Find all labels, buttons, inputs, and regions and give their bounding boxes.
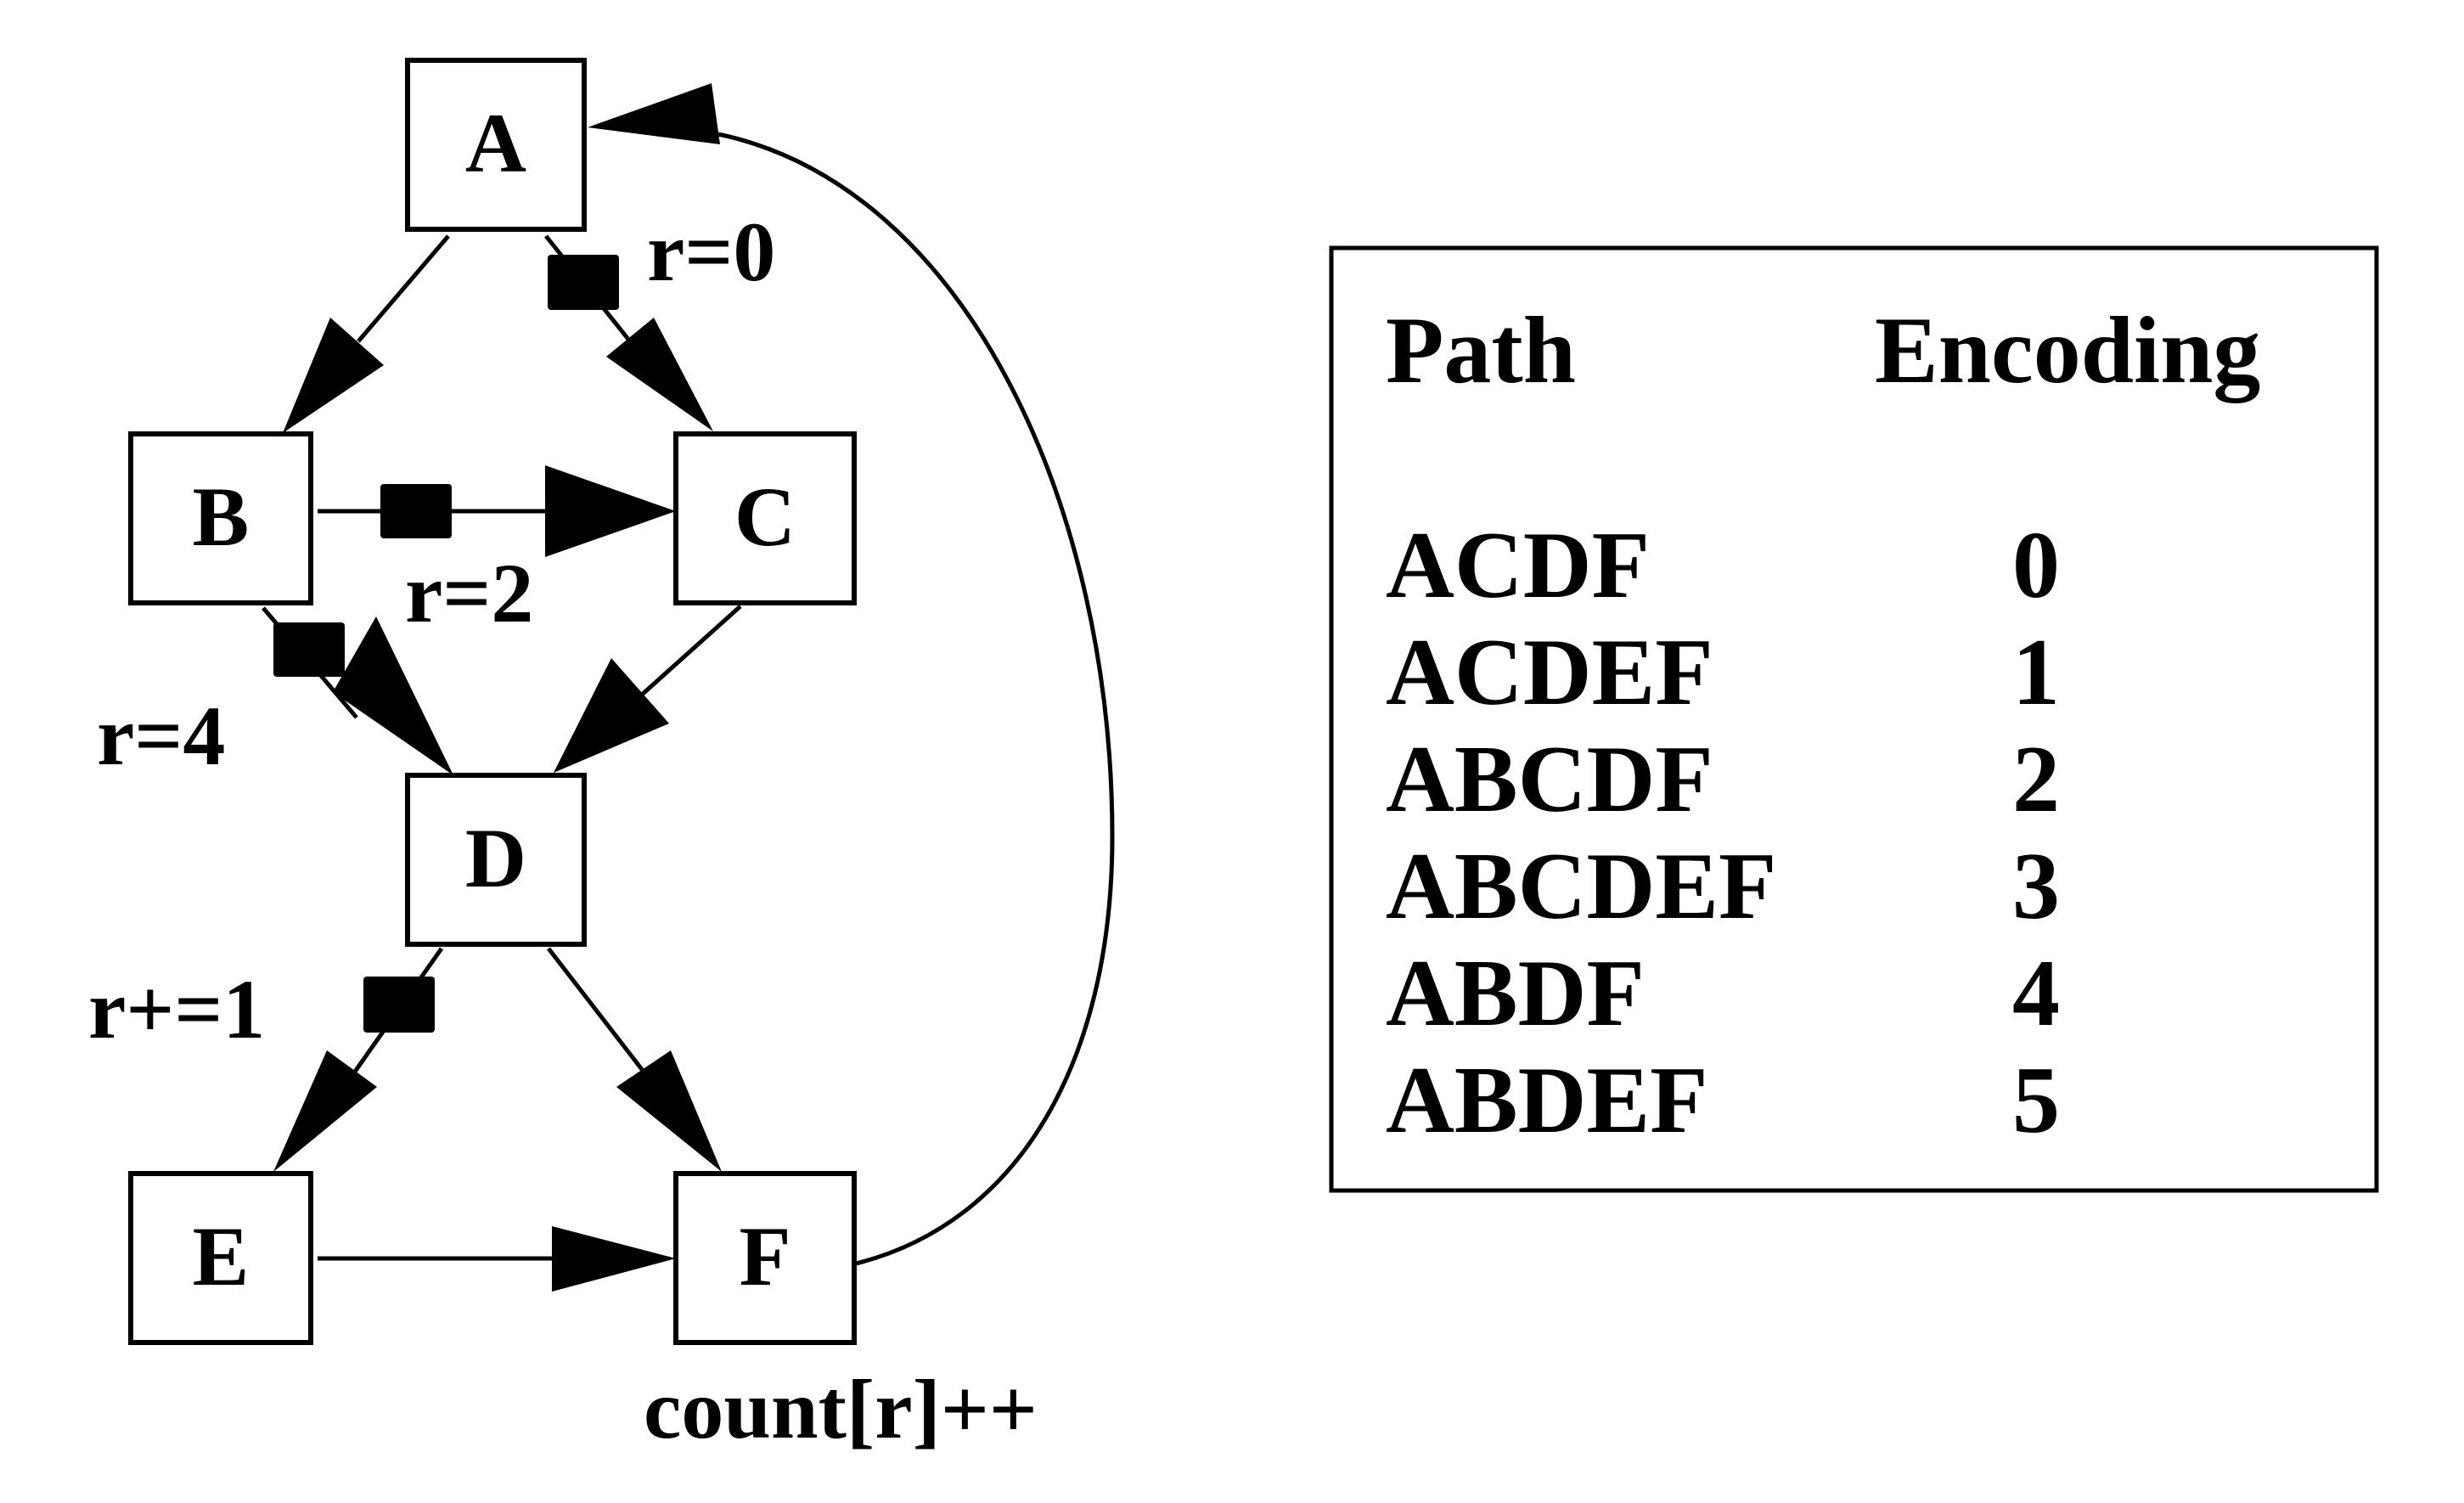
arrowhead-d-e (273, 1050, 377, 1172)
edge-label-f-a: count[r]++ (644, 1362, 1038, 1456)
node-c[interactable]: C (673, 431, 857, 605)
instrumentation-marker-b-d (273, 622, 345, 677)
table-cell-path: ABCDF (1386, 727, 1713, 832)
table-cell-encoding: 5 (2012, 1048, 2060, 1153)
arrowhead-a-c (606, 318, 713, 431)
node-d-label: D (465, 811, 526, 905)
arrowhead-d-f (616, 1050, 722, 1172)
table-cell-path: ABCDEF (1386, 834, 1776, 939)
edge-labels: r=0 r=2 r=4 r+=1 count[r]++ (88, 205, 1038, 1456)
edge-label-b-c: r=2 (405, 546, 533, 640)
edge-label-d-e: r+=1 (88, 962, 265, 1056)
instrumentation-marker-b-c (380, 484, 452, 538)
edge-f-a (588, 83, 1115, 1266)
edges (262, 83, 1115, 1292)
arrowhead-a-b (283, 318, 384, 433)
nodes: A B C D E F (128, 58, 857, 1345)
edge-label-a-c: r=0 (647, 205, 775, 299)
edge-b-d (262, 606, 453, 775)
edge-a-c (544, 234, 713, 431)
table-row: ABDEF 5 (1386, 1048, 2060, 1153)
node-d[interactable]: D (405, 773, 587, 947)
node-f[interactable]: F (673, 1171, 857, 1345)
table-row: ACDEF 1 (1386, 620, 2060, 725)
node-c-label: C (734, 470, 796, 564)
edge-c-d (554, 605, 742, 773)
arrowhead-e-f (552, 1226, 676, 1292)
node-e[interactable]: E (128, 1171, 313, 1345)
arrowhead-c-d (554, 658, 669, 773)
table-cell-encoding: 4 (2012, 941, 2060, 1046)
edge-a-b (283, 234, 450, 433)
table-header-path: Path (1386, 298, 1576, 403)
table-cell-encoding: 3 (2012, 834, 2060, 939)
table-row: ABCDF 2 (1386, 727, 2060, 832)
arrowhead-b-d (333, 616, 453, 775)
table-cell-path: ACDEF (1386, 620, 1713, 725)
table-header-encoding: Encoding (1875, 298, 2260, 403)
node-e-label: E (193, 1209, 250, 1303)
table-cell-path: ABDF (1386, 941, 1645, 1046)
table-border (1329, 245, 2379, 1193)
table-cell-encoding: 0 (2012, 513, 2060, 618)
path-encoding-table: Path Encoding ACDF 0 ACDEF 1 ABCDF 2 ABC… (1329, 245, 2379, 1193)
node-a[interactable]: A (405, 58, 587, 232)
edge-d-e (273, 947, 444, 1172)
table-row: ACDF 0 (1386, 513, 2060, 618)
node-f-label: F (739, 1209, 790, 1303)
table-row: ABCDEF 3 (1386, 834, 2060, 939)
table-cell-encoding: 1 (2012, 620, 2060, 725)
node-b[interactable]: B (128, 431, 313, 605)
node-a-label: A (465, 96, 526, 190)
edge-label-b-d: r=4 (97, 689, 225, 783)
table-cell-encoding: 2 (2012, 727, 2060, 832)
node-b-label: B (193, 470, 250, 564)
table-cell-path: ABDEF (1386, 1048, 1708, 1153)
arrowhead-f-a (588, 83, 720, 144)
arrowhead-b-c (545, 465, 676, 557)
table-cell-path: ACDF (1386, 513, 1650, 618)
edge-e-f (318, 1226, 676, 1292)
instrumentation-marker-d-e (363, 977, 435, 1033)
table-row: ABDF 4 (1386, 941, 2060, 1046)
edge-b-c (318, 465, 676, 557)
edge-d-f (547, 947, 722, 1172)
instrumentation-marker-a-c (548, 255, 619, 310)
